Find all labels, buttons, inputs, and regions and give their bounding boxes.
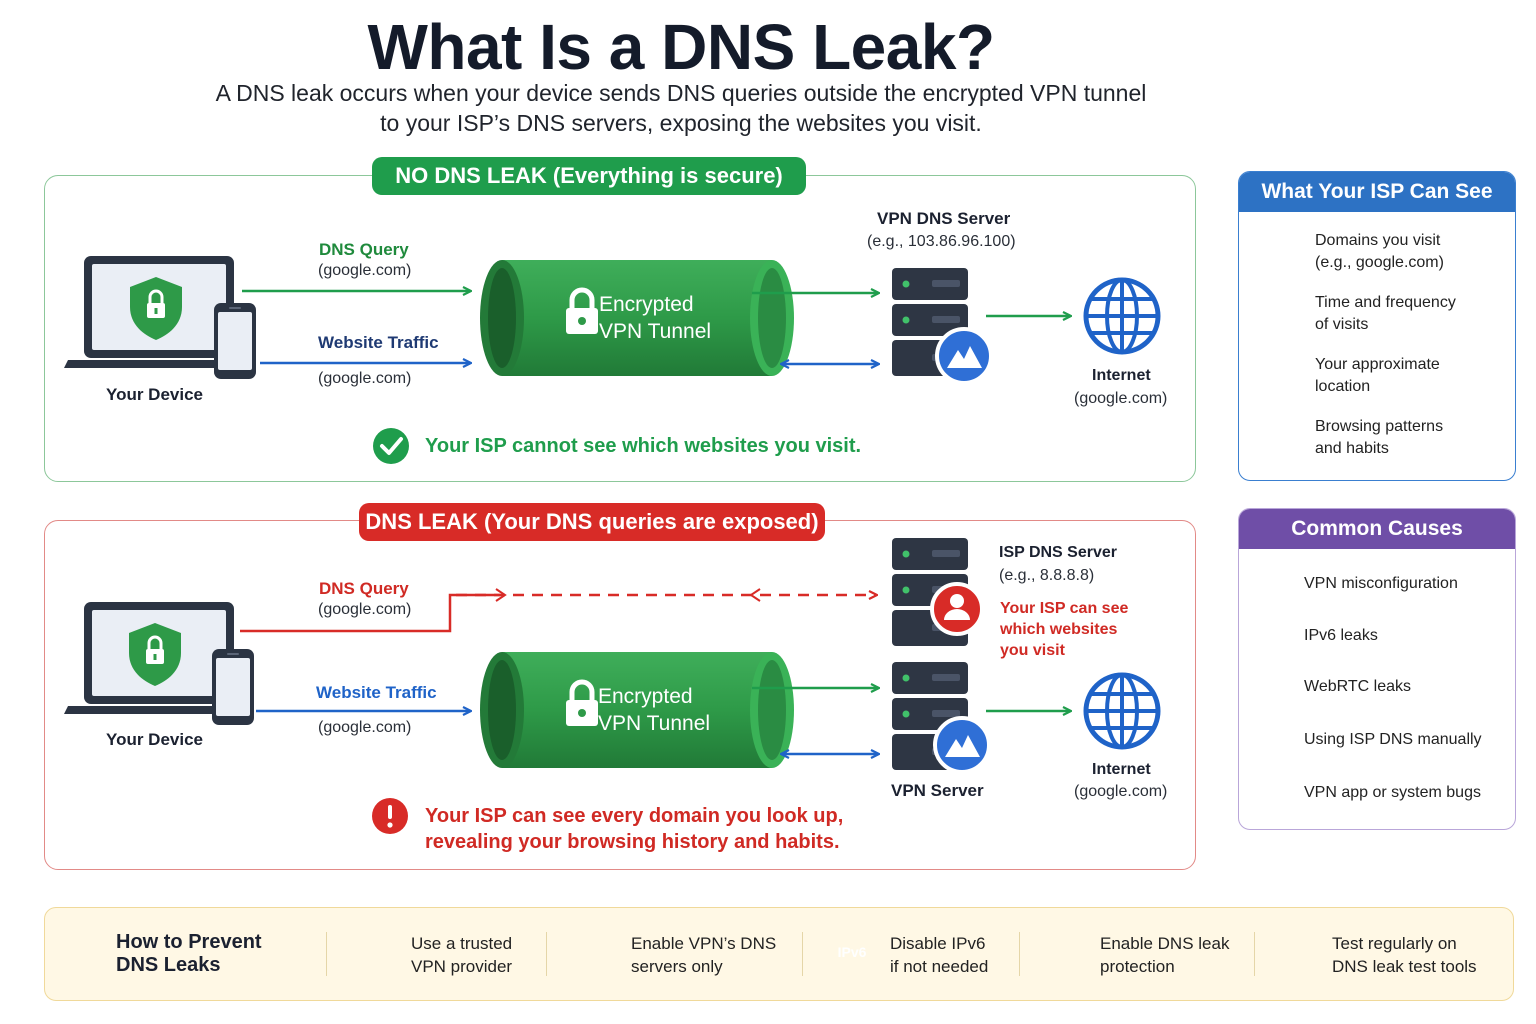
isp-can-see-title: What Your ISP Can See — [1239, 172, 1515, 212]
isp-item-patterns: Browsing patterns and habits — [1315, 416, 1443, 460]
leak-tunnel-line-2: VPN Tunnel — [598, 712, 711, 735]
prevent-item-test-regularly-line-1: Test regularly on — [1332, 934, 1457, 953]
secure-device-label: Your Device — [106, 385, 204, 404]
isp-item-time-line-1: Time and frequency — [1315, 294, 1456, 311]
prevent-divider — [802, 932, 803, 976]
isp-item-location-line-2: location — [1315, 378, 1371, 395]
leak-device-label: Your Device — [106, 730, 204, 749]
leak-internet-domain: (google.com) — [1074, 783, 1168, 800]
isp-item-patterns-line-1: Browsing patterns — [1315, 418, 1444, 435]
isp-item-domains: Domains you visit (e.g., google.com) — [1315, 230, 1444, 274]
isp-warning-line-3: you visit — [1000, 642, 1065, 659]
prevent-item-test-regularly-line-2: DNS leak test tools — [1332, 957, 1477, 976]
prevent-item-disable-ipv6-line-2: if not needed — [890, 957, 989, 976]
isp-dns-server-icon — [892, 538, 984, 646]
leak-dns-query-label: DNS Query — [319, 579, 409, 598]
secure-internet-globe-icon — [1086, 280, 1158, 352]
cause-item-misconfiguration: VPN misconfiguration — [1304, 575, 1458, 592]
prevent-item-vpn-dns: Enable VPN’s DNS servers only — [631, 932, 776, 978]
secure-tunnel-line-2: VPN Tunnel — [599, 320, 712, 343]
cause-item-webrtc: WebRTC leaks — [1304, 678, 1411, 695]
page-title: What Is a DNS Leak? — [367, 11, 995, 83]
leak-dns-query-domain: (google.com) — [318, 601, 412, 618]
leak-message-line-2: revealing your browsing history and habi… — [425, 831, 840, 853]
isp-item-domains-line-2: (e.g., google.com) — [1315, 254, 1444, 271]
isp-item-domains-line-1: Domains you visit — [1315, 232, 1441, 249]
secure-server-ip: (e.g., 103.86.96.100) — [867, 233, 1016, 250]
prevent-item-leak-protection: Enable DNS leak protection — [1100, 932, 1229, 978]
prevent-item-vpn-dns-line-2: servers only — [631, 957, 723, 976]
secure-dns-query-domain: (google.com) — [318, 262, 412, 279]
secure-tunnel-label: Encrypted VPN Tunnel — [599, 291, 711, 345]
leak-message: Your ISP can see every domain you look u… — [425, 803, 843, 855]
secure-check-icon — [373, 428, 409, 464]
leak-web-traffic-label: Website Traffic — [316, 683, 437, 702]
leak-vpn-server-label: VPN Server — [891, 781, 984, 800]
leak-vpn-server-icon — [892, 662, 991, 774]
leak-tunnel-line-1: Encrypted — [598, 685, 693, 708]
prevent-item-trusted-vpn-line-2: VPN provider — [411, 957, 513, 976]
secure-web-traffic-domain: (google.com) — [318, 370, 412, 387]
leak-dash-chevron-right — [495, 588, 507, 602]
secure-vpn-dns-server-icon — [892, 268, 993, 385]
isp-warning-line-2: which websites — [1000, 621, 1118, 638]
prevent-title-line-2: DNS Leaks — [116, 954, 221, 976]
prevent-divider — [1019, 932, 1020, 976]
no-leak-badge: NO DNS LEAK (Everything is secure) — [372, 157, 806, 195]
prevent-item-vpn-dns-line-1: Enable VPN’s DNS — [631, 934, 777, 953]
prevent-divider — [546, 932, 547, 976]
subtitle: A DNS leak occurs when your device sends… — [160, 78, 1202, 138]
isp-server-ip: (e.g., 8.8.8.8) — [999, 567, 1095, 584]
prevent-title-line-1: How to Prevent — [116, 931, 262, 953]
secure-server-label: VPN DNS Server — [877, 209, 1011, 228]
leak-device-laptop — [64, 602, 254, 725]
prevent-ipv6-badge-text: IPv6 — [837, 944, 867, 960]
isp-warning: Your ISP can see which websites you visi… — [1000, 598, 1128, 661]
isp-server-label: ISP DNS Server — [999, 544, 1117, 561]
isp-item-patterns-line-2: and habits — [1315, 440, 1389, 457]
subtitle-line-2: to your ISP’s DNS servers, exposing the … — [380, 110, 982, 136]
isp-can-see-card: What Your ISP Can See — [1238, 171, 1516, 481]
secure-internet-domain: (google.com) — [1074, 390, 1168, 407]
subtitle-line-1: A DNS leak occurs when your device sends… — [215, 80, 1147, 106]
secure-tunnel-line-1: Encrypted — [599, 293, 694, 316]
prevent-item-leak-protection-line-1: Enable DNS leak — [1100, 934, 1230, 953]
common-causes-card: Common Causes — [1238, 508, 1516, 830]
secure-message: Your ISP cannot see which websites you v… — [425, 435, 862, 457]
leak-message-line-1: Your ISP can see every domain you look u… — [425, 805, 844, 827]
isp-warning-line-1: Your ISP can see — [1000, 600, 1129, 617]
prevent-item-leak-protection-line-2: protection — [1100, 957, 1175, 976]
leak-warning-icon — [372, 798, 408, 834]
prevent-item-trusted-vpn-line-1: Use a trusted — [411, 934, 513, 953]
leak-internet-globe-icon — [1086, 675, 1158, 747]
leak-badge: DNS LEAK (Your DNS queries are exposed) — [359, 503, 825, 541]
isp-item-location: Your approximate location — [1315, 354, 1440, 398]
prevent-item-disable-ipv6: Disable IPv6 if not needed — [890, 932, 988, 978]
prevent-item-trusted-vpn: Use a trusted VPN provider — [411, 932, 512, 978]
causes-ipv6-badge-text: IPv6 — [1260, 628, 1283, 640]
leak-internet-label: Internet — [1092, 761, 1151, 778]
secure-web-traffic-label: Website Traffic — [318, 333, 439, 352]
prevent-item-test-regularly: Test regularly on DNS leak test tools — [1332, 932, 1477, 978]
prevent-title: How to Prevent DNS Leaks — [116, 931, 262, 977]
leak-dash-chevron-left — [749, 588, 761, 602]
common-causes-title: Common Causes — [1239, 509, 1515, 549]
leak-tunnel-label: Encrypted VPN Tunnel — [598, 683, 710, 737]
secure-dns-query-label: DNS Query — [319, 240, 409, 259]
prevent-divider — [326, 932, 327, 976]
secure-device-laptop — [64, 256, 256, 379]
isp-item-time-line-2: of visits — [1315, 316, 1369, 333]
leak-web-traffic-domain: (google.com) — [318, 719, 412, 736]
prevent-item-disable-ipv6-line-1: Disable IPv6 — [890, 934, 986, 953]
cause-item-isp-dns: Using ISP DNS manually — [1304, 731, 1482, 748]
prevent-bar — [44, 907, 1514, 1001]
cause-item-ipv6: IPv6 leaks — [1304, 627, 1378, 644]
secure-internet-label: Internet — [1092, 367, 1151, 384]
isp-item-location-line-1: Your approximate — [1315, 356, 1440, 373]
prevent-divider — [1254, 932, 1255, 976]
isp-item-time: Time and frequency of visits — [1315, 292, 1456, 336]
cause-item-bugs: VPN app or system bugs — [1304, 784, 1481, 801]
